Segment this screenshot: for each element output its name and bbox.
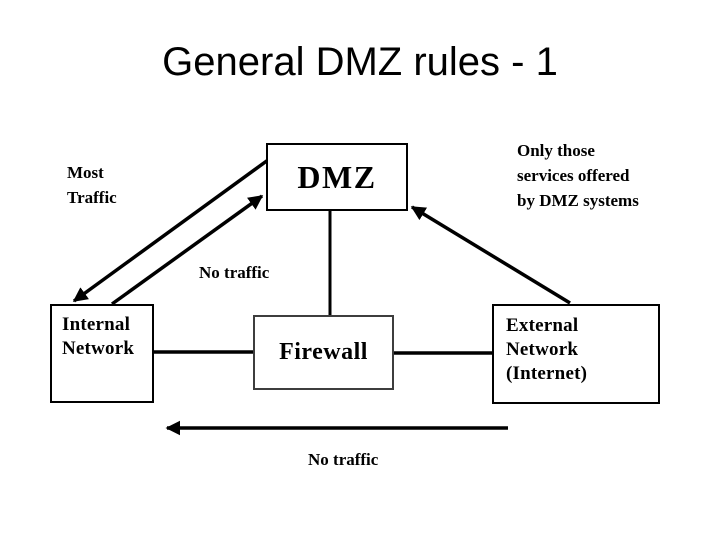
label-dmz-services-line2: services offered <box>517 166 630 185</box>
node-external-label-line2: Network <box>506 339 579 360</box>
label-most-traffic: Most Traffic <box>67 160 117 210</box>
node-internal-label-line2: Network <box>62 338 135 359</box>
label-dmz-services-line3: by DMZ systems <box>517 191 639 210</box>
node-external-label-line3: (Internet) <box>506 363 588 384</box>
node-firewall-label: Firewall <box>279 339 368 365</box>
node-dmz-label: DMZ <box>297 158 377 195</box>
label-no-traffic-bottom: No traffic <box>308 450 379 469</box>
label-dmz-services: Only those services offered by DMZ syste… <box>517 138 639 213</box>
label-most-traffic-line2: Traffic <box>67 188 117 207</box>
label-no-traffic-middle: No traffic <box>199 263 270 282</box>
node-internal-network: Internal Network <box>50 304 154 403</box>
node-dmz: DMZ <box>266 143 408 211</box>
arrow-internal-to-dmz <box>110 194 264 306</box>
node-firewall: Firewall <box>253 315 394 390</box>
node-internal-label-line1: Internal <box>62 314 131 335</box>
label-most-traffic-line1: Most <box>67 163 104 182</box>
node-external-network: External Network (Internet) <box>492 304 660 404</box>
label-dmz-services-line1: Only those <box>517 141 595 160</box>
arrow-dmz-to-internal <box>72 158 270 303</box>
arrow-external-to-dmz <box>410 205 571 305</box>
node-external-label-line1: External <box>506 315 579 336</box>
slide-title: General DMZ rules - 1 <box>162 40 558 84</box>
